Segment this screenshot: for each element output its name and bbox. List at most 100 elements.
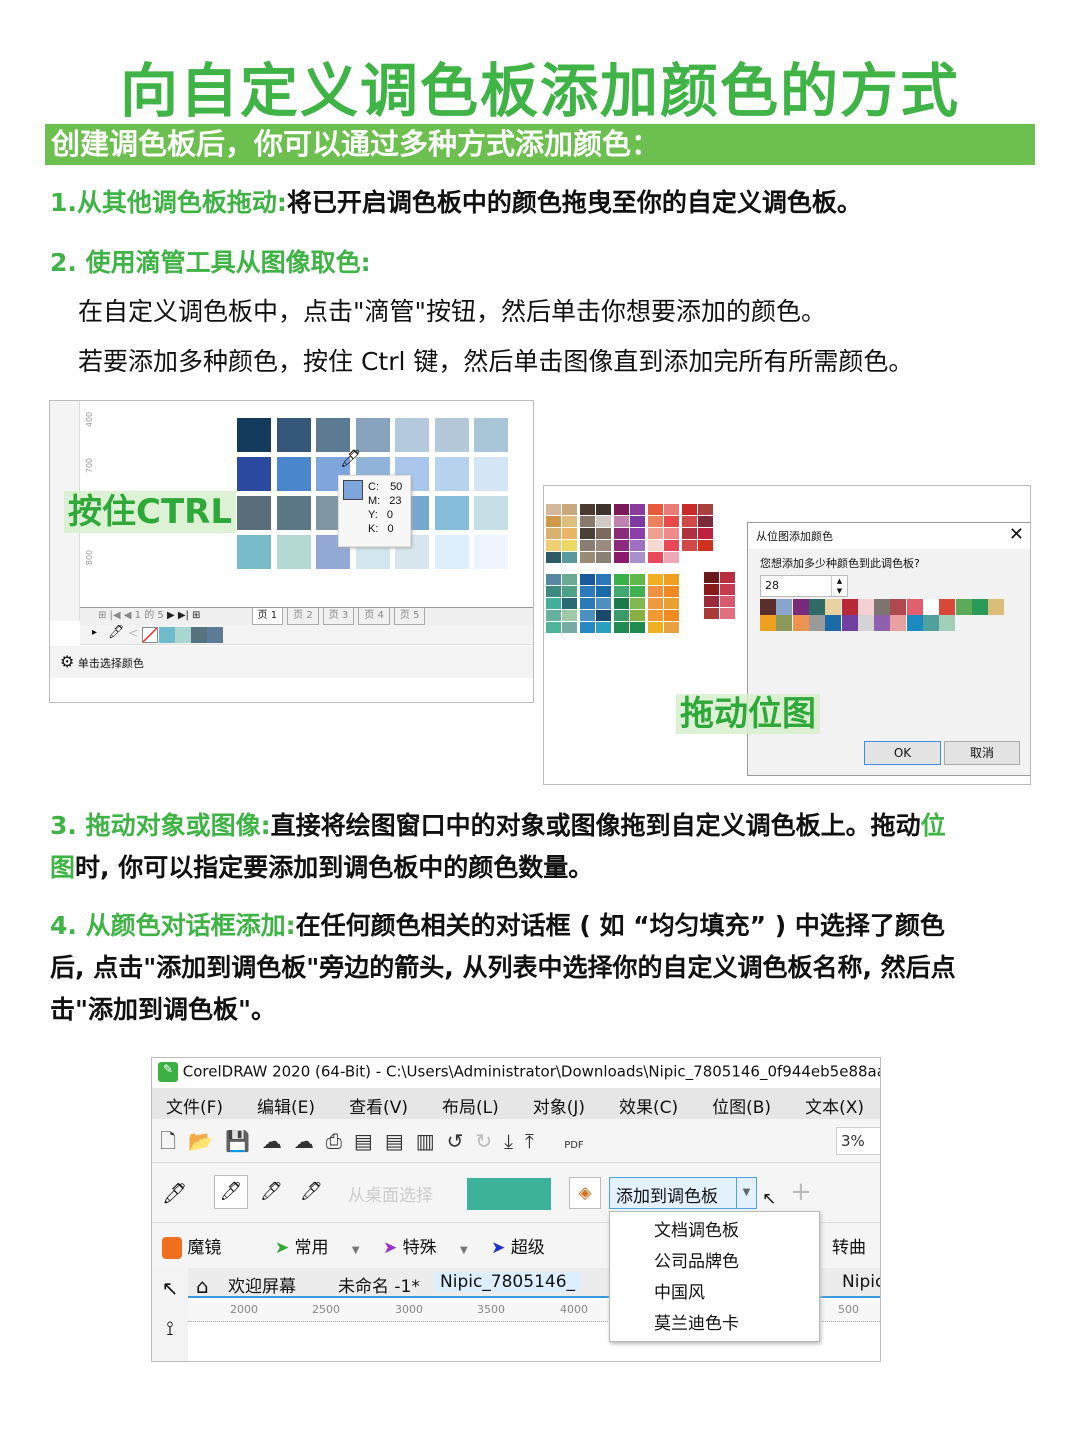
palette-swatch[interactable] bbox=[648, 552, 663, 563]
palette-swatch[interactable] bbox=[664, 622, 679, 633]
palette-swatch[interactable] bbox=[704, 608, 719, 619]
eyedropper-add-icon[interactable]: 🖊 bbox=[260, 1181, 283, 1202]
palette-swatch[interactable] bbox=[596, 552, 611, 563]
palette-swatch[interactable] bbox=[664, 586, 679, 597]
palette-swatch[interactable] bbox=[720, 584, 735, 595]
palette-swatch[interactable] bbox=[682, 504, 697, 515]
palette-swatch[interactable] bbox=[546, 622, 561, 633]
menu-item[interactable]: 效果(C) bbox=[619, 1098, 679, 1118]
color-swatch[interactable] bbox=[474, 418, 508, 452]
color-swatch[interactable] bbox=[276, 418, 311, 452]
zoom-level-input[interactable]: 3% bbox=[836, 1127, 880, 1155]
menu-item[interactable]: 对象(J) bbox=[532, 1098, 585, 1118]
palette-swatch[interactable] bbox=[596, 574, 611, 585]
palette-swatch[interactable] bbox=[546, 586, 561, 597]
palette-swatch[interactable] bbox=[562, 586, 577, 597]
menu-item[interactable]: 文件(F) bbox=[166, 1098, 224, 1118]
palette-swatch[interactable] bbox=[562, 540, 577, 551]
eyedropper-icon[interactable]: 🖊 bbox=[162, 1181, 188, 1205]
print-icon[interactable]: ⎙ bbox=[325, 1129, 354, 1153]
palette-swatch[interactable] bbox=[648, 574, 663, 585]
palette-swatch[interactable] bbox=[596, 598, 611, 609]
palette-swatch[interactable] bbox=[175, 627, 191, 643]
eyedropper-icon[interactable]: 🖊 bbox=[108, 625, 125, 640]
count-spinner[interactable]: ▲▼ bbox=[831, 576, 847, 596]
color-swatch[interactable] bbox=[395, 418, 429, 452]
palette-swatch[interactable] bbox=[546, 540, 561, 551]
palette-swatch[interactable] bbox=[614, 610, 629, 621]
document-tab[interactable]: Nipic_7805146_ bbox=[434, 1272, 582, 1292]
palette-swatch[interactable] bbox=[648, 504, 663, 515]
palette-swatch[interactable] bbox=[580, 598, 595, 609]
bitmap-link[interactable]: 图 bbox=[50, 853, 76, 882]
palette-swatch[interactable] bbox=[648, 622, 663, 633]
special-dropdown[interactable]: ▼ bbox=[460, 1245, 468, 1256]
palette-swatch[interactable] bbox=[664, 610, 679, 621]
palette-swatch[interactable] bbox=[704, 572, 719, 583]
palette-swatch[interactable] bbox=[648, 528, 663, 539]
open-icon[interactable]: 📂 bbox=[188, 1129, 225, 1153]
pick-tool-icon[interactable]: ↖ bbox=[161, 1276, 179, 1300]
page-tab[interactable]: 页 5 bbox=[393, 608, 426, 625]
palette-swatch[interactable] bbox=[191, 627, 207, 643]
color-swatch[interactable] bbox=[434, 496, 469, 530]
palette-swatch[interactable] bbox=[546, 516, 561, 527]
palette-swatch[interactable] bbox=[664, 528, 679, 539]
palette-swatch[interactable] bbox=[596, 610, 611, 621]
palette-swatch[interactable] bbox=[580, 586, 595, 597]
paste-icon[interactable]: ▥ bbox=[415, 1129, 447, 1153]
copy-icon[interactable]: ▤ bbox=[384, 1129, 416, 1153]
palette-swatch[interactable] bbox=[614, 622, 629, 633]
palette-swatch[interactable] bbox=[580, 540, 595, 551]
palette-swatch[interactable] bbox=[562, 598, 577, 609]
color-swatch[interactable] bbox=[434, 457, 469, 491]
palette-swatch[interactable] bbox=[630, 552, 645, 563]
palette-swatch[interactable] bbox=[580, 504, 595, 515]
palette-swatch[interactable] bbox=[580, 574, 595, 585]
palette-swatch[interactable] bbox=[664, 516, 679, 527]
color-swatch[interactable] bbox=[474, 457, 508, 491]
palette-swatch[interactable] bbox=[614, 586, 629, 597]
palette-swatch[interactable] bbox=[630, 586, 645, 597]
palette-swatch[interactable] bbox=[614, 504, 629, 515]
color-swatch[interactable] bbox=[237, 418, 271, 452]
palette-swatch[interactable] bbox=[596, 586, 611, 597]
convert-to-curve-button[interactable]: 转曲 bbox=[832, 1238, 866, 1258]
palette-swatch[interactable] bbox=[546, 574, 561, 585]
page-tab[interactable]: 页 1 bbox=[251, 608, 284, 625]
redo-icon[interactable]: ↻ bbox=[475, 1129, 505, 1153]
color-swatch[interactable] bbox=[276, 496, 311, 530]
color-swatch[interactable] bbox=[474, 496, 508, 530]
dropdown-item[interactable]: 莫兰迪色卡 bbox=[654, 1314, 739, 1334]
palette-swatch[interactable] bbox=[562, 574, 577, 585]
page-tab[interactable]: 页 4 bbox=[358, 608, 390, 625]
palette-swatch[interactable] bbox=[630, 598, 645, 609]
palette-swatch[interactable] bbox=[580, 610, 595, 621]
cut-icon[interactable]: ▤ bbox=[353, 1129, 385, 1153]
color-swatch[interactable] bbox=[237, 457, 271, 491]
ok-button[interactable]: OK bbox=[864, 741, 941, 765]
palette-swatch[interactable] bbox=[596, 504, 611, 515]
palette-swatch[interactable] bbox=[664, 552, 679, 563]
dropdown-item[interactable]: 中国风 bbox=[654, 1283, 705, 1303]
palette-swatch[interactable] bbox=[698, 528, 713, 539]
palette-swatch[interactable] bbox=[630, 622, 645, 633]
document-tab[interactable]: 未命名 -1* bbox=[338, 1277, 420, 1297]
palette-swatch[interactable] bbox=[614, 528, 629, 539]
palette-swatch[interactable] bbox=[596, 540, 611, 551]
palette-swatch[interactable] bbox=[682, 528, 697, 539]
palette-swatch[interactable] bbox=[664, 574, 679, 585]
special-button[interactable]: 特殊 bbox=[402, 1238, 437, 1258]
palette-swatch[interactable] bbox=[698, 540, 713, 551]
palette-swatch[interactable] bbox=[546, 528, 561, 539]
palette-swatch[interactable] bbox=[580, 552, 595, 563]
palette-swatch[interactable] bbox=[630, 610, 645, 621]
palette-swatch[interactable] bbox=[562, 516, 577, 527]
palette-swatch[interactable] bbox=[630, 528, 645, 539]
common-button[interactable]: 常用 bbox=[294, 1238, 329, 1258]
palette-swatch[interactable] bbox=[596, 528, 611, 539]
common-dropdown[interactable]: ▼ bbox=[351, 1245, 360, 1256]
palette-swatch[interactable] bbox=[720, 596, 735, 607]
palette-swatch[interactable] bbox=[614, 552, 629, 563]
palette-swatch[interactable] bbox=[630, 574, 645, 585]
